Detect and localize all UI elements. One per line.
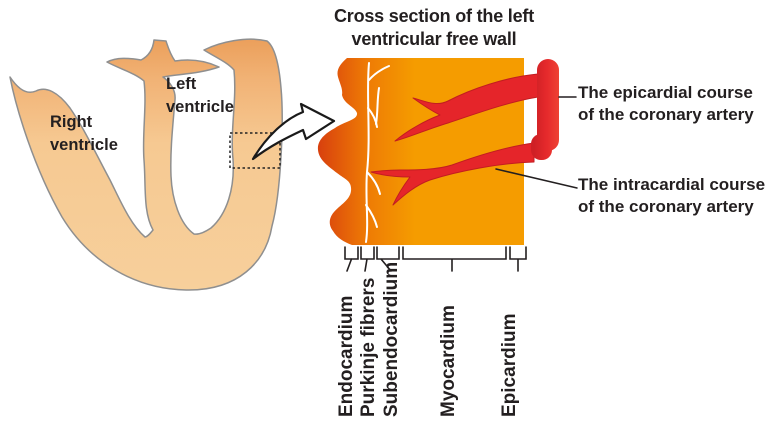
right-ventricle-label: Right ventricle: [50, 111, 118, 157]
coronary-artery: [370, 59, 559, 206]
layer-label-myocardium: Myocardium: [438, 305, 459, 417]
layer-label-endocardium: Endocardium: [336, 295, 357, 417]
selection-dotted-box: [229, 132, 281, 169]
purkinje-fiber-lines: [365, 62, 390, 243]
layer-label-subendocardium: Subendocardium: [381, 261, 402, 417]
intracardial-annotation-line2: of the coronary artery: [578, 197, 754, 216]
bracket-epicardium: [509, 246, 527, 272]
figure-title-line1: Cross section of the left: [333, 6, 535, 26]
intracardial-annotation-line1: The intracardial course: [578, 175, 766, 194]
layer-label-epicardium: Epicardium: [499, 313, 520, 417]
zoom-arrow-icon: [251, 102, 336, 161]
bracket-subendocardium: [376, 246, 400, 272]
figure-title: Cross section of the left ventricular fr…: [300, 5, 568, 51]
figure-title-line2: ventricular free wall: [351, 29, 517, 49]
coronary-branch-lower: [370, 142, 535, 206]
epicardial-annotation-line2: of the coronary artery: [578, 105, 754, 124]
leader-lines: [495, 96, 578, 189]
bracket-myocardium: [402, 246, 507, 272]
heart-cross-section-shape: [9, 38, 283, 291]
layer-label-purkinje-fibres: Purkinje fibrers: [358, 277, 379, 417]
intracardial-annotation: The intracardial course of the coronary …: [578, 174, 765, 218]
bracket-purkinje: [360, 246, 375, 272]
right-ventricle-label-line2: ventricle: [50, 136, 118, 154]
left-ventricle-label-line2: ventricle: [166, 98, 234, 116]
epicardial-artery-segment-lower: [531, 134, 552, 160]
left-ventricle-label: Left ventricle: [166, 73, 234, 119]
epicardial-artery-segment-upper: [537, 59, 559, 151]
intracardial-leader-line: [495, 168, 578, 189]
coronary-branch-upper: [394, 73, 539, 142]
left-ventricle-label-line1: Left: [166, 75, 197, 93]
right-ventricle-label-line1: Right: [50, 113, 93, 131]
epicardial-annotation-line1: The epicardial course: [578, 83, 753, 102]
bracket-endocardium: [344, 246, 359, 272]
layer-brackets: [344, 246, 527, 272]
epicardial-annotation: The epicardial course of the coronary ar…: [578, 82, 754, 126]
